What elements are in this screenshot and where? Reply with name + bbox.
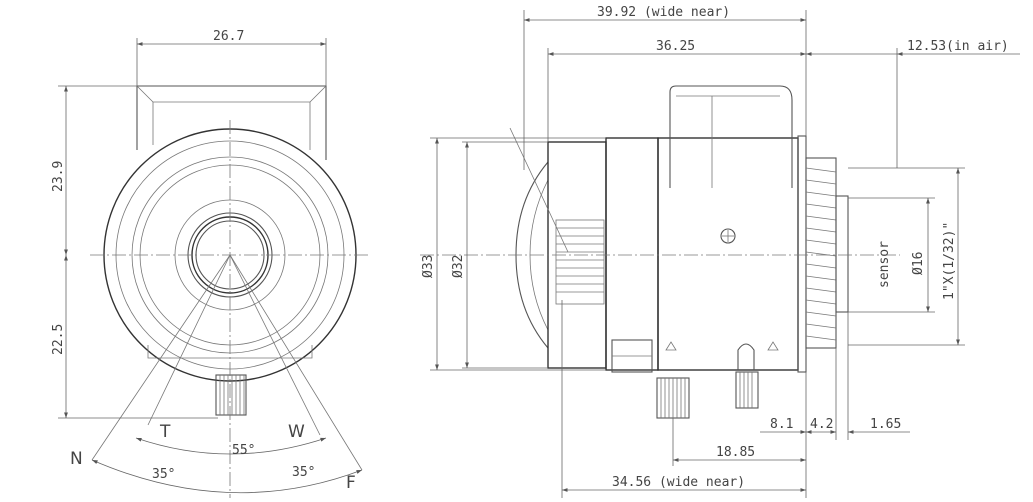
outer-diameter: Ø33	[421, 255, 436, 278]
angle-left: 35°	[152, 467, 175, 482]
dim-18-85: 18.85	[716, 445, 755, 460]
front-adjust-knob	[215, 374, 247, 416]
label-near: N	[70, 449, 83, 469]
body-length: 36.25	[656, 39, 695, 54]
label-wide: W	[288, 422, 305, 442]
angle-center: 55°	[232, 443, 255, 458]
total-length-top: 39.92 (wide near)	[597, 5, 730, 20]
direction-markers	[611, 339, 779, 373]
front-view: 26.7 23.9 22.5 N T W F 55° 35° 35°	[51, 29, 370, 498]
label-tele: T	[159, 422, 171, 442]
side-view: 39.92 (wide near) 36.25 12.53(in air) Ø3…	[420, 5, 1020, 498]
dim-8-1: 8.1	[770, 417, 793, 432]
image-circle: Ø16	[911, 252, 926, 275]
screw-head-icon	[720, 228, 736, 244]
front-lower-height-dim: 22.5	[51, 324, 66, 355]
sensor-format: 1"X(1/32)"	[942, 222, 957, 300]
zoom-knob	[656, 377, 690, 419]
dim-4-2: 4.2	[810, 417, 833, 432]
sensor-label: sensor	[877, 241, 892, 288]
front-diameter: Ø32	[451, 255, 466, 278]
back-focus: 12.53(in air)	[907, 39, 1009, 54]
front-upper-height-dim: 23.9	[51, 161, 66, 192]
focus-ring-knurl	[555, 219, 605, 305]
total-length-bottom: 34.56 (wide near)	[612, 475, 745, 490]
mount-thread	[805, 157, 849, 349]
focus-knob	[735, 343, 759, 409]
front-width-dim: 26.7	[213, 29, 244, 44]
label-far: F	[346, 473, 356, 493]
dim-1-65: 1.65	[870, 417, 901, 432]
angle-right: 35°	[292, 465, 315, 480]
